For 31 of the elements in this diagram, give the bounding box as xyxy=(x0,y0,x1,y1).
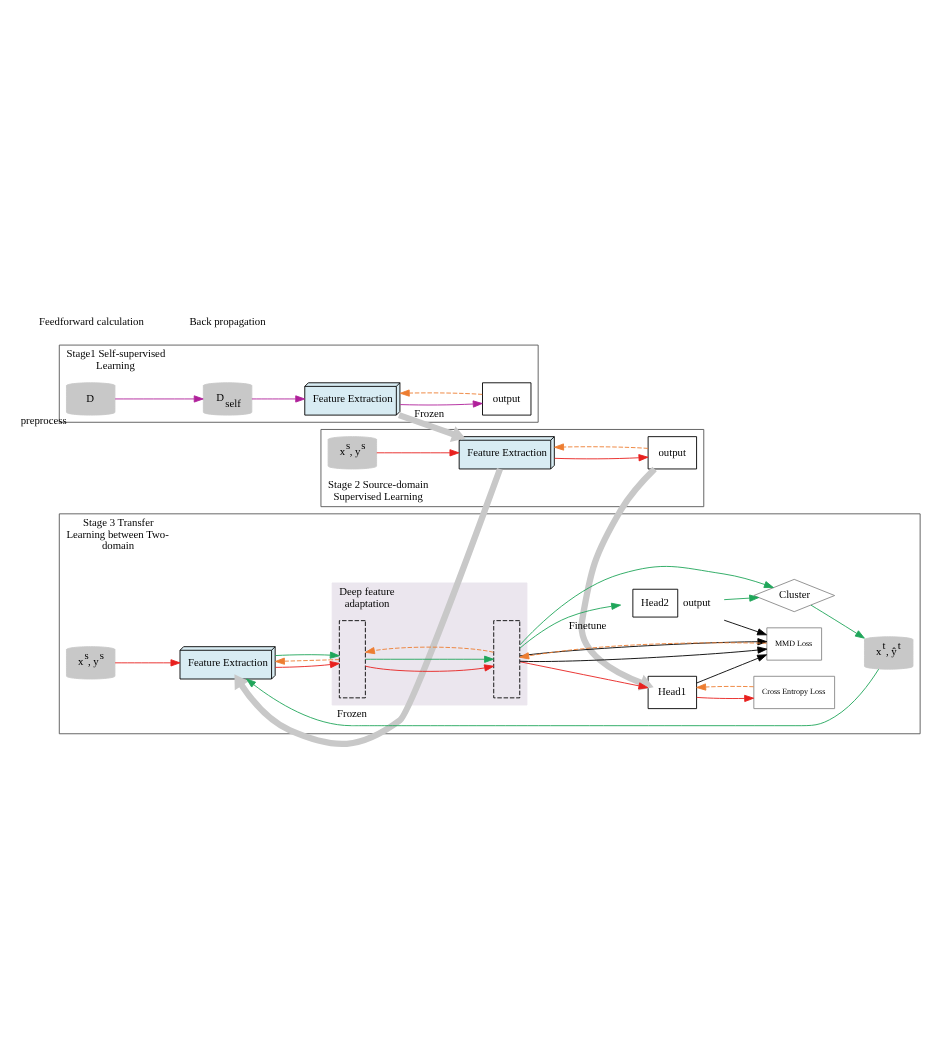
arrow xyxy=(696,653,768,683)
arrow xyxy=(246,667,880,726)
arrow xyxy=(519,564,774,645)
arrow xyxy=(365,663,494,671)
arrow xyxy=(398,411,466,441)
arrow xyxy=(376,448,460,456)
arrow xyxy=(399,399,483,407)
arrow xyxy=(723,618,767,635)
arrow xyxy=(810,603,865,638)
arrow xyxy=(696,693,755,702)
arrow xyxy=(519,641,768,659)
arrow xyxy=(251,394,306,402)
arrow xyxy=(723,593,760,601)
arrow xyxy=(114,394,204,402)
arrow xyxy=(519,601,622,648)
arrow xyxy=(519,637,768,656)
arrow xyxy=(399,388,483,396)
arrow xyxy=(275,656,340,664)
node-box xyxy=(493,619,521,698)
arrow xyxy=(696,682,755,690)
arrow xyxy=(519,660,649,689)
arrow xyxy=(578,465,657,690)
arrow xyxy=(554,442,649,450)
arrow xyxy=(365,645,494,654)
arrow xyxy=(554,453,649,461)
node-box xyxy=(338,619,366,698)
arrow xyxy=(365,654,494,662)
arrow xyxy=(519,645,768,661)
arrow xyxy=(274,660,340,668)
arrow xyxy=(274,650,340,658)
arrow xyxy=(114,658,181,666)
